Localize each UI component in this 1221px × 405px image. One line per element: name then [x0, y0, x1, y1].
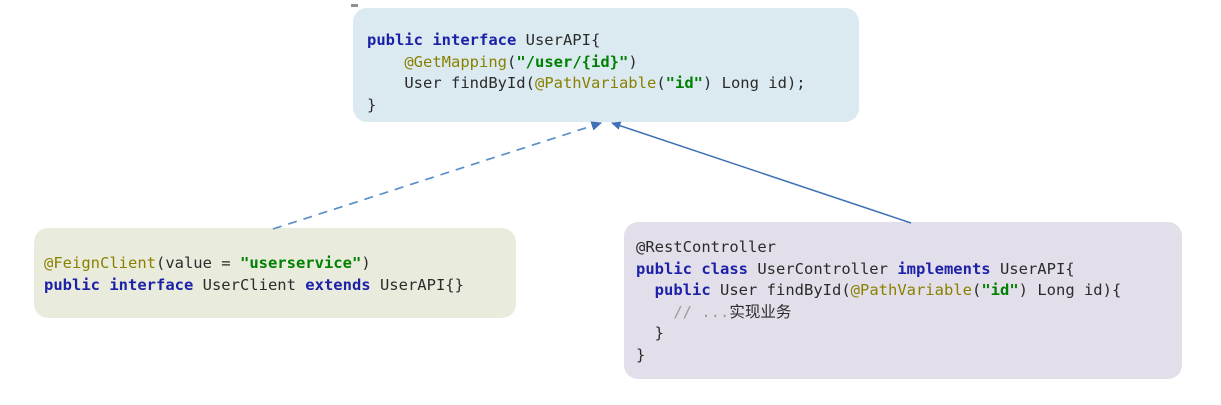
- code-token: (: [506, 52, 517, 71]
- code-token: UserAPI{}: [379, 275, 464, 294]
- code-box-feignclient[interactable]: @FeignClient(value = "userservice")publi…: [34, 228, 516, 318]
- code-token: // ...: [636, 302, 730, 321]
- code-box-userapi[interactable]: public interface UserAPI{ @GetMapping("/…: [353, 8, 859, 122]
- stray-mark-artifact: [351, 4, 358, 7]
- code-token: public class: [636, 259, 758, 278]
- code-token: User findById(: [720, 281, 851, 299]
- code-token: ): [361, 254, 371, 272]
- code-token: 实现业务: [729, 302, 792, 321]
- code-token: ) Long id);: [702, 74, 806, 92]
- code-token: "id": [981, 281, 1019, 299]
- connector-feignclient-to-userapi: [272, 121, 602, 230]
- code-token: "userservice": [239, 254, 362, 272]
- code-token: implements: [897, 259, 1000, 278]
- code-token: "id": [665, 74, 703, 92]
- code-token: UserController: [757, 259, 898, 278]
- code-token: @RestController: [636, 238, 776, 256]
- code-token: }: [636, 345, 646, 364]
- code-token: (value =: [155, 254, 240, 272]
- code-line: }: [636, 323, 1182, 345]
- code-token: @GetMapping: [404, 52, 507, 71]
- code-token: public interface: [44, 275, 203, 294]
- code-token: (: [971, 281, 982, 299]
- code-token: public: [654, 281, 720, 299]
- code-box-restcontroller[interactable]: @RestController public class UserControll…: [624, 222, 1182, 379]
- code-token: UserAPI{: [525, 31, 601, 49]
- code-token: @PathVariable: [534, 74, 657, 92]
- code-token: [636, 281, 655, 299]
- code-line: @GetMapping("/user/{id}"): [367, 52, 859, 74]
- code-token: User findById(: [367, 74, 535, 92]
- code-line: @RestController: [636, 237, 1182, 259]
- code-token: UserAPI{: [999, 259, 1075, 278]
- code-token: UserClient: [202, 275, 306, 294]
- connector-restcontroller-to-userapi: [611, 121, 912, 224]
- code-token: ) Long id){: [1018, 281, 1122, 299]
- code-line: }: [636, 345, 1182, 367]
- code-token: @FeignClient: [44, 254, 156, 272]
- code-token: "/user/{id}": [516, 52, 629, 71]
- code-token: [367, 53, 404, 71]
- code-token: @PathVariable: [850, 281, 972, 299]
- code-line: }: [367, 95, 859, 117]
- code-line: public class UserController implements U…: [636, 259, 1182, 281]
- code-line: // ...实现业务: [636, 302, 1182, 324]
- code-token: }: [367, 95, 377, 114]
- code-token: }: [636, 324, 664, 342]
- code-line: public interface UserAPI{: [367, 30, 859, 52]
- code-line: User findById(@PathVariable("id") Long i…: [367, 73, 859, 95]
- code-line: @FeignClient(value = "userservice"): [44, 253, 516, 275]
- code-token: ): [628, 52, 638, 71]
- code-token: (: [656, 74, 666, 92]
- code-token: extends: [305, 275, 380, 294]
- code-line: public User findById(@PathVariable("id")…: [636, 280, 1182, 302]
- code-line: public interface UserClient extends User…: [44, 275, 516, 297]
- code-token: public interface: [367, 31, 526, 49]
